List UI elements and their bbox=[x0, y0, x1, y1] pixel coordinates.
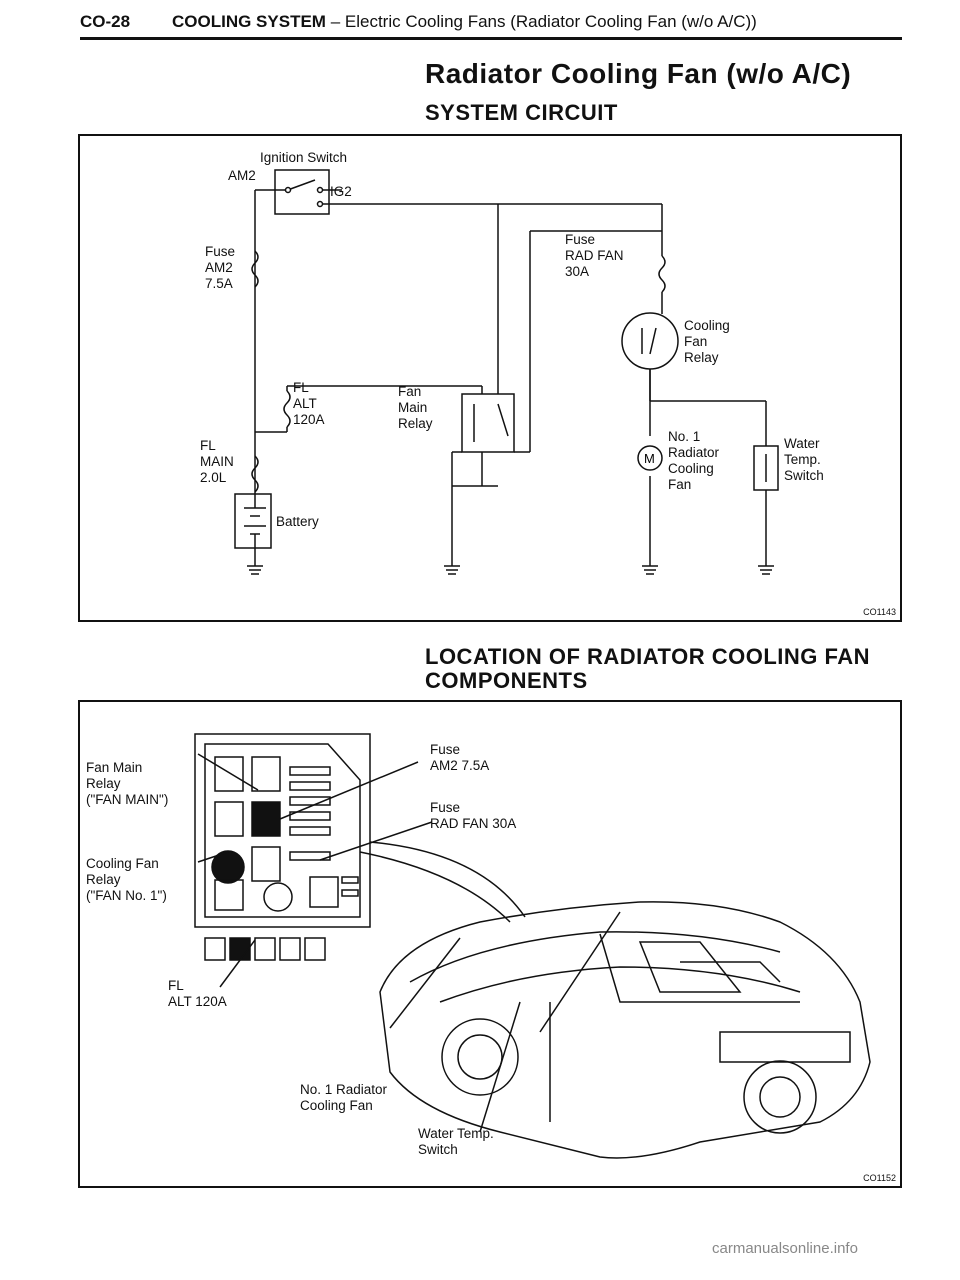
battery-label: Battery bbox=[276, 514, 319, 529]
fl-alt-location-label: FL ALT 120A bbox=[168, 978, 227, 1009]
section-subtitle: – Electric Cooling Fans (Radiator Coolin… bbox=[325, 12, 757, 31]
circuit-figure-code: CO1143 bbox=[863, 607, 896, 617]
header-rule bbox=[80, 37, 902, 40]
location-drawing bbox=[194, 733, 871, 1159]
section-name: COOLING SYSTEM bbox=[172, 12, 326, 31]
page-code: CO-28 bbox=[80, 12, 131, 31]
cooling-fan-relay-location-label: Cooling Fan Relay ("FAN No. 1") bbox=[86, 856, 167, 903]
fan-main-relay-label: Fan Main Relay bbox=[398, 384, 433, 431]
am2-label: AM2 bbox=[228, 168, 256, 183]
water-temp-switch-label: Water Temp. Switch bbox=[784, 436, 824, 483]
radiator-fan-location-label: No. 1 Radiator Cooling Fan bbox=[300, 1082, 388, 1113]
water-temp-switch-location-label: Water Temp. Switch bbox=[418, 1126, 494, 1157]
radiator-fan-label: No. 1 Radiator Cooling Fan bbox=[668, 429, 720, 492]
fuse-rad-fan-location-label: Fuse RAD FAN 30A bbox=[430, 800, 517, 831]
fuse-am2-label: Fuse AM2 7.5A bbox=[205, 244, 236, 291]
motor-symbol: M bbox=[644, 451, 655, 466]
watermark: carmanualsonline.info bbox=[712, 1240, 858, 1257]
fuse-rad-fan-label: Fuse RAD FAN 30A bbox=[565, 232, 624, 279]
ig2-label: IG2 bbox=[330, 184, 352, 199]
page-header: COOLING SYSTEM – Electric Cooling Fans (… bbox=[172, 12, 757, 32]
location-diagram: Fan Main Relay ("FAN MAIN") Cooling Fan … bbox=[78, 700, 902, 1188]
ignition-switch-label: Ignition Switch bbox=[260, 150, 348, 165]
fuse-am2-location-label: Fuse AM2 7.5A bbox=[430, 742, 490, 773]
location-figure-code: CO1152 bbox=[863, 1173, 896, 1183]
circuit-heading: SYSTEM CIRCUIT bbox=[425, 100, 618, 125]
circuit-wiring: M bbox=[234, 169, 779, 575]
fan-main-relay-location-label: Fan Main Relay ("FAN MAIN") bbox=[86, 760, 169, 807]
page-title: Radiator Cooling Fan (w/o A/C) bbox=[425, 58, 852, 89]
location-heading: LOCATION OF RADIATOR COOLING FAN COMPONE… bbox=[425, 644, 870, 693]
cooling-fan-relay-label: Cooling Fan Relay bbox=[684, 318, 730, 365]
fl-main-label: FL MAIN 2.0L bbox=[200, 438, 234, 485]
circuit-diagram: M Ignition Switch AM2 IG2 Fuse AM2 7.5A … bbox=[78, 134, 902, 622]
fl-alt-label: FL ALT 120A bbox=[293, 380, 325, 427]
